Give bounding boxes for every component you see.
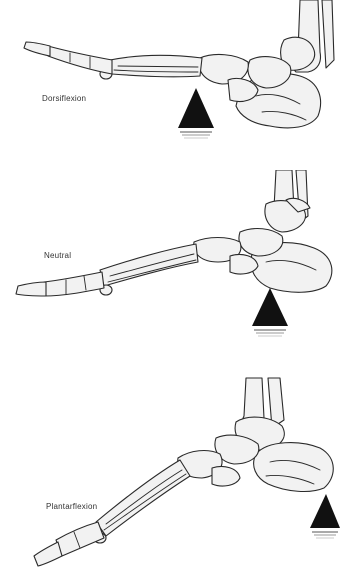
metatarsal-bone [100,244,198,286]
phalanges-bone [56,522,104,556]
fibula-bone [322,0,334,68]
plantarflexion-panel [0,350,341,580]
phalanges-bone [44,272,104,296]
phalanges-bone [48,46,112,74]
navicular-bone [239,229,283,256]
cuboid-bone [212,466,240,486]
panel-label-neutral: Neutral [44,251,71,260]
panel-label-dorsiflexion: Dorsiflexion [42,94,86,103]
panel-label-plantarflexion: Plantarflexion [46,502,97,511]
dorsiflexion-panel [0,0,341,170]
neutral-panel [0,170,341,350]
wedge-marker [178,88,214,128]
wedge-marker [252,288,288,326]
metatarsal-bone [96,460,190,536]
calcaneus-bone [254,443,334,492]
wedge-marker [310,494,340,528]
